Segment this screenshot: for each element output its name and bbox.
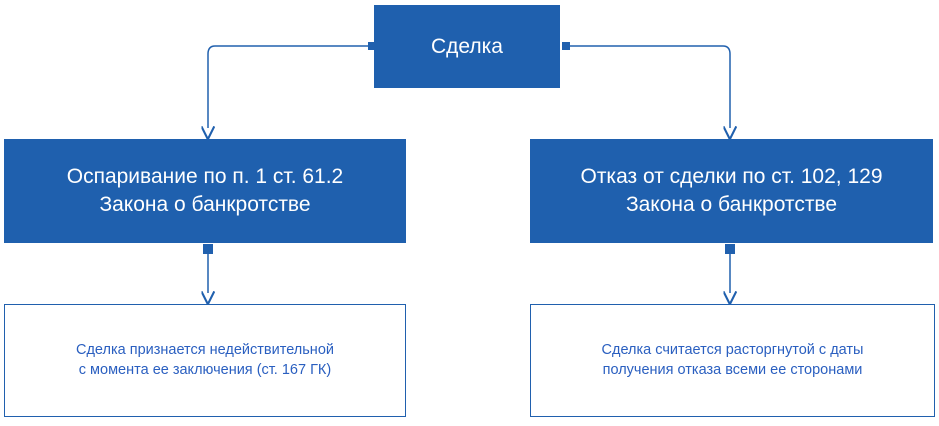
node-challenge[interactable]: Оспаривание по п. 1 ст. 61.2 Закона о ба… xyxy=(4,139,406,243)
edge-path xyxy=(570,45,730,128)
edge-deal-to-refusal xyxy=(562,42,730,128)
node-terminated-label: Сделка считается расторгнутой с даты пол… xyxy=(601,342,864,378)
edge-deal-to-challenge xyxy=(208,42,376,128)
node-refusal[interactable]: Отказ от сделки по ст. 102, 129 Закона о… xyxy=(530,139,933,243)
node-deal-label: Сделка xyxy=(431,34,503,58)
edge-source-marker xyxy=(725,244,735,254)
node-challenge-label: Оспаривание по п. 1 ст. 61.2 Закона о ба… xyxy=(66,165,344,216)
edge-source-marker xyxy=(203,244,213,254)
node-refusal-label: Отказ от сделки по ст. 102, 129 Закона о… xyxy=(580,165,883,216)
edge-refusal-to-terminated xyxy=(725,244,735,293)
node-terminated[interactable]: Сделка считается расторгнутой с даты пол… xyxy=(530,304,935,417)
node-invalid[interactable]: Сделка признается недействительной с мом… xyxy=(4,304,406,417)
node-deal[interactable]: Сделка xyxy=(374,5,560,88)
edge-path xyxy=(208,45,368,128)
node-invalid-label: Сделка признается недействительной с мом… xyxy=(76,342,334,378)
edge-challenge-to-invalid xyxy=(203,244,213,293)
edge-source-marker xyxy=(562,42,570,50)
